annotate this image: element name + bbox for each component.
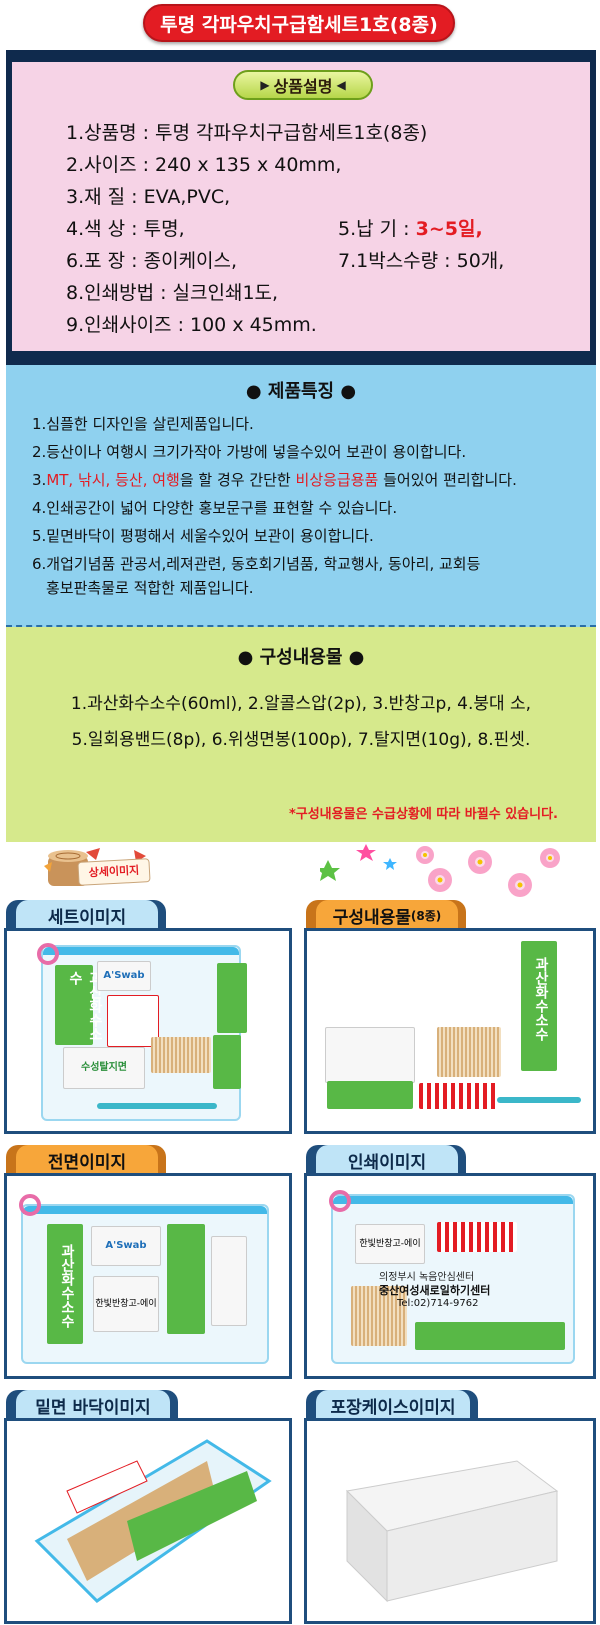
spec-material: 3.재 질 : EVA,PVC, (66, 186, 231, 208)
feature-6: 6.개업기념품 관공서,레져관련, 동호회기념품, 학교행사, 동아리, 교회등 (32, 555, 481, 573)
paper-case-illustration (345, 1460, 559, 1603)
print-text-1: 의정부시 녹음안심센터 (379, 1272, 475, 1283)
contents-image-box: 과산화수소수 (304, 928, 596, 1134)
zipper (43, 947, 239, 955)
feature-4: 4.인쇄공간이 넓어 다양한 홍보문구를 표현할 수 있습니다. (32, 499, 398, 517)
alcohol-swab: A'Swab (97, 961, 151, 991)
cotton-swabs-print (351, 1286, 407, 1346)
band-aid-strip (419, 1083, 497, 1109)
feature-3-suffix: 들어있어 편리합니다. (378, 471, 517, 489)
features-section: ● 제품특징 ● 1.심플한 디자인을 살린제품입니다. 2.등산이나 여행시 … (6, 365, 596, 627)
spec-box-qty: 7.1박스수량 : 50개, (338, 250, 505, 272)
divider (6, 625, 596, 627)
case-image-box (304, 1418, 596, 1624)
print-text-2: 중산여성새로일하기센터 (379, 1284, 491, 1297)
product-info-panel (12, 62, 590, 351)
bottom-view-illustration (34, 1439, 272, 1603)
zip-ring-icon (37, 943, 59, 965)
print-phone: Tel:02)714-9762 (397, 1298, 479, 1309)
components-section: ● 구성내용물 ● 1.과산화수소수(60ml), 2.알콜스압(2p), 3.… (6, 627, 596, 842)
zip-ring-front-icon (19, 1194, 41, 1216)
spec-print-size: 9.인쇄사이즈 : 100 x 45mm. (66, 314, 317, 336)
gauze-front (211, 1236, 247, 1326)
page-title: 투명 각파우치구급함세트1호(8종) (143, 4, 455, 42)
detail-image-label: 상세이미지 (77, 858, 151, 886)
spec-delivery: 5.납 기 : 3~5일, (338, 214, 483, 241)
features-heading: ● 제품특징 ● (245, 381, 357, 402)
spec-delivery-label: 5.납 기 : (338, 218, 416, 240)
spec-delivery-value: 3~5일, (415, 218, 483, 240)
components-line-1: 1.과산화수소수(60ml), 2.알콜스압(2p), 3.반창고p, 4.붕대… (70, 694, 532, 714)
tab-case-image: 포장케이스이미지 (316, 1390, 470, 1420)
peroxide-front: 과산화수소수 (47, 1224, 83, 1344)
peroxide-box-2 (217, 963, 247, 1033)
triangle-left-icon: ◀ (336, 78, 346, 92)
gauze-pack-2 (325, 1027, 415, 1083)
tab-contents-sub: (8종) (410, 908, 442, 923)
bandage-front (167, 1224, 205, 1334)
feature-3-prefix: 3. (32, 471, 47, 489)
flower-decoration-icon (320, 844, 560, 897)
feature-5: 5.밑면바닥이 평평해서 세울수있어 보관이 용이합니다. (32, 527, 374, 545)
set-image-box: 과산화수소수 A'Swab 수성탈지면 (4, 928, 292, 1134)
plaster-box (107, 995, 159, 1047)
zip-ring-print-icon (329, 1190, 351, 1212)
spec-product-name: 1.상품명 : 투명 각파우치구급함세트1호(8종) (66, 122, 428, 144)
peroxide-print (415, 1322, 565, 1350)
cotton-swabs (151, 1037, 211, 1073)
front-image-box: 과산화수소수 A'Swab 한빛반창고-에이 (4, 1173, 292, 1379)
print-image-box: 한빛반창고-에이 의정부시 녹음안심센터 중산여성새로일하기센터 Tel:02)… (304, 1173, 596, 1379)
components-heading: ● 구성내용물 ● (237, 647, 365, 668)
tab-print-image: 인쇄이미지 (316, 1145, 458, 1175)
tab-contents-label: 구성내용물 (332, 907, 411, 928)
feature-3-highlight: MT, 낚시, 등산, 여행 (46, 471, 180, 489)
feature-3: 3.MT, 낚시, 등산, 여행을 할 경우 간단한 비상응급용품 들어있어 편… (32, 469, 517, 490)
spec-package: 6.포 장 : 종이케이스, (66, 250, 238, 272)
product-info-heading: ▶ 상품설명 ◀ (233, 70, 373, 100)
product-info-section: ▶ 상품설명 ◀ 1.상품명 : 투명 각파우치구급함세트1호(8종) 2.사이… (6, 50, 596, 365)
tab-bottom-image: 밑면 바닥이미지 (16, 1390, 170, 1420)
triangle-right-icon: ▶ (260, 78, 270, 92)
tweezers-2 (497, 1097, 581, 1103)
bottom-image-box (4, 1418, 292, 1624)
cotton-swabs-2 (437, 1027, 501, 1077)
zipper-front (23, 1206, 267, 1214)
tab-front-image: 전면이미지 (16, 1145, 158, 1175)
gauze-pack: 수성탈지면 (63, 1047, 145, 1089)
plaster-print: 한빛반창고-에이 (355, 1224, 425, 1264)
tab-contents-image: 구성내용물(8종) (316, 900, 458, 930)
spec-color: 4.색 상 : 투명, (66, 218, 185, 240)
alcohol-swab-front: A'Swab (91, 1226, 161, 1266)
feature-2: 2.등산이나 여행시 크기가작아 가방에 넣을수있어 보관이 용이합니다. (32, 443, 467, 461)
spec-print-method: 8.인쇄방법 : 실크인쇄1도, (66, 282, 279, 304)
tab-set-image: 세트이미지 (16, 900, 158, 930)
feature-1: 1.심플한 디자인을 살린제품입니다. (32, 415, 254, 433)
feature-6-cont: 홍보판촉물로 적합한 제품입니다. (46, 579, 254, 597)
band-aid-print (437, 1222, 517, 1252)
tweezers (97, 1103, 217, 1109)
product-info-heading-text: 상품설명 (273, 77, 333, 96)
components-line-2: 5.일회용밴드(8p), 6.위생면봉(100p), 7.탈지면(10g), 8… (71, 730, 531, 750)
peroxide-bottle-label: 과산화수소수 (533, 957, 549, 1041)
peroxide-front-label: 과산화수소수 (59, 1244, 75, 1328)
peroxide-bottle: 과산화수소수 (521, 941, 557, 1071)
components-note: *구성내용물은 수급상황에 따라 바뀔수 있습니다. (288, 807, 558, 822)
zipper-print (333, 1196, 573, 1204)
spec-size: 2.사이즈 : 240 x 135 x 40mm, (66, 154, 342, 176)
peroxide-box: 과산화수소수 (55, 965, 103, 1045)
bandage-box (213, 1035, 241, 1089)
bandage-pack (327, 1081, 413, 1109)
feature-3-middle: 을 할 경우 간단한 (179, 471, 296, 489)
plaster-front: 한빛반창고-에이 (93, 1276, 159, 1332)
feature-3-highlight-2: 비상응급용품 (295, 471, 379, 489)
